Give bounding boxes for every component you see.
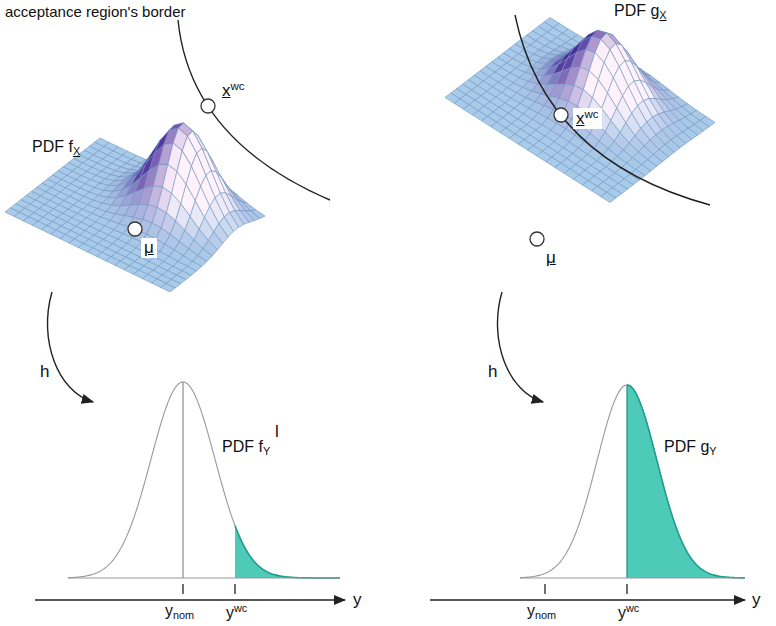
mapping-arrow: [497, 292, 543, 402]
tick: [234, 584, 235, 594]
probability-area: [627, 385, 745, 578]
acceptance-border: [178, 20, 330, 200]
probability-area: [235, 526, 340, 578]
acceptance-border: [515, 15, 710, 205]
point-label: xwc: [573, 108, 602, 129]
y-axis: [35, 599, 345, 600]
axis-label: y: [752, 590, 761, 610]
density-curve: [68, 382, 340, 578]
density-curve: [627, 385, 745, 578]
axis-tick-label: ywc: [618, 602, 639, 622]
mean-point: [530, 232, 544, 246]
axis-label: y: [353, 590, 362, 610]
tick: [626, 584, 627, 594]
surface-cell: [601, 192, 616, 202]
worst-case-point: [554, 108, 568, 122]
pdf-curve: [520, 385, 745, 578]
baseline: [520, 578, 745, 579]
axis-tick-label: ywc: [226, 602, 247, 622]
point-label: μ: [141, 238, 157, 258]
cut-line: [626, 385, 627, 578]
pdf-label: PDF fX: [32, 138, 80, 158]
mapping-label: h: [488, 362, 497, 382]
mapping-arrow: [47, 292, 93, 402]
axis-tick-label: ynom: [527, 602, 556, 622]
pdf-surface: [445, 17, 715, 202]
axis-tick-label: ynom: [165, 602, 194, 622]
mean-point: [128, 222, 142, 236]
pdf-label: PDF fY: [222, 438, 270, 458]
pdf-label: PDF gY: [664, 438, 717, 458]
mean-line: [183, 382, 184, 578]
y-axis: [430, 599, 745, 600]
surface-cell: [161, 283, 175, 292]
point-label: μ: [546, 248, 556, 268]
pdf-label: PDF gX: [614, 2, 667, 22]
density-curve: [520, 385, 745, 578]
density-curve: [235, 526, 340, 578]
pdf-curve: [68, 382, 340, 578]
point-label: xwc: [222, 80, 245, 101]
area-label: l: [275, 422, 279, 442]
tick: [544, 584, 545, 594]
pdf-surface: [5, 123, 265, 292]
mapping-label: h: [40, 362, 49, 382]
baseline: [68, 578, 340, 579]
tick: [182, 584, 183, 594]
worst-case-point: [201, 99, 215, 113]
region-label: acceptance region's border: [5, 3, 185, 20]
